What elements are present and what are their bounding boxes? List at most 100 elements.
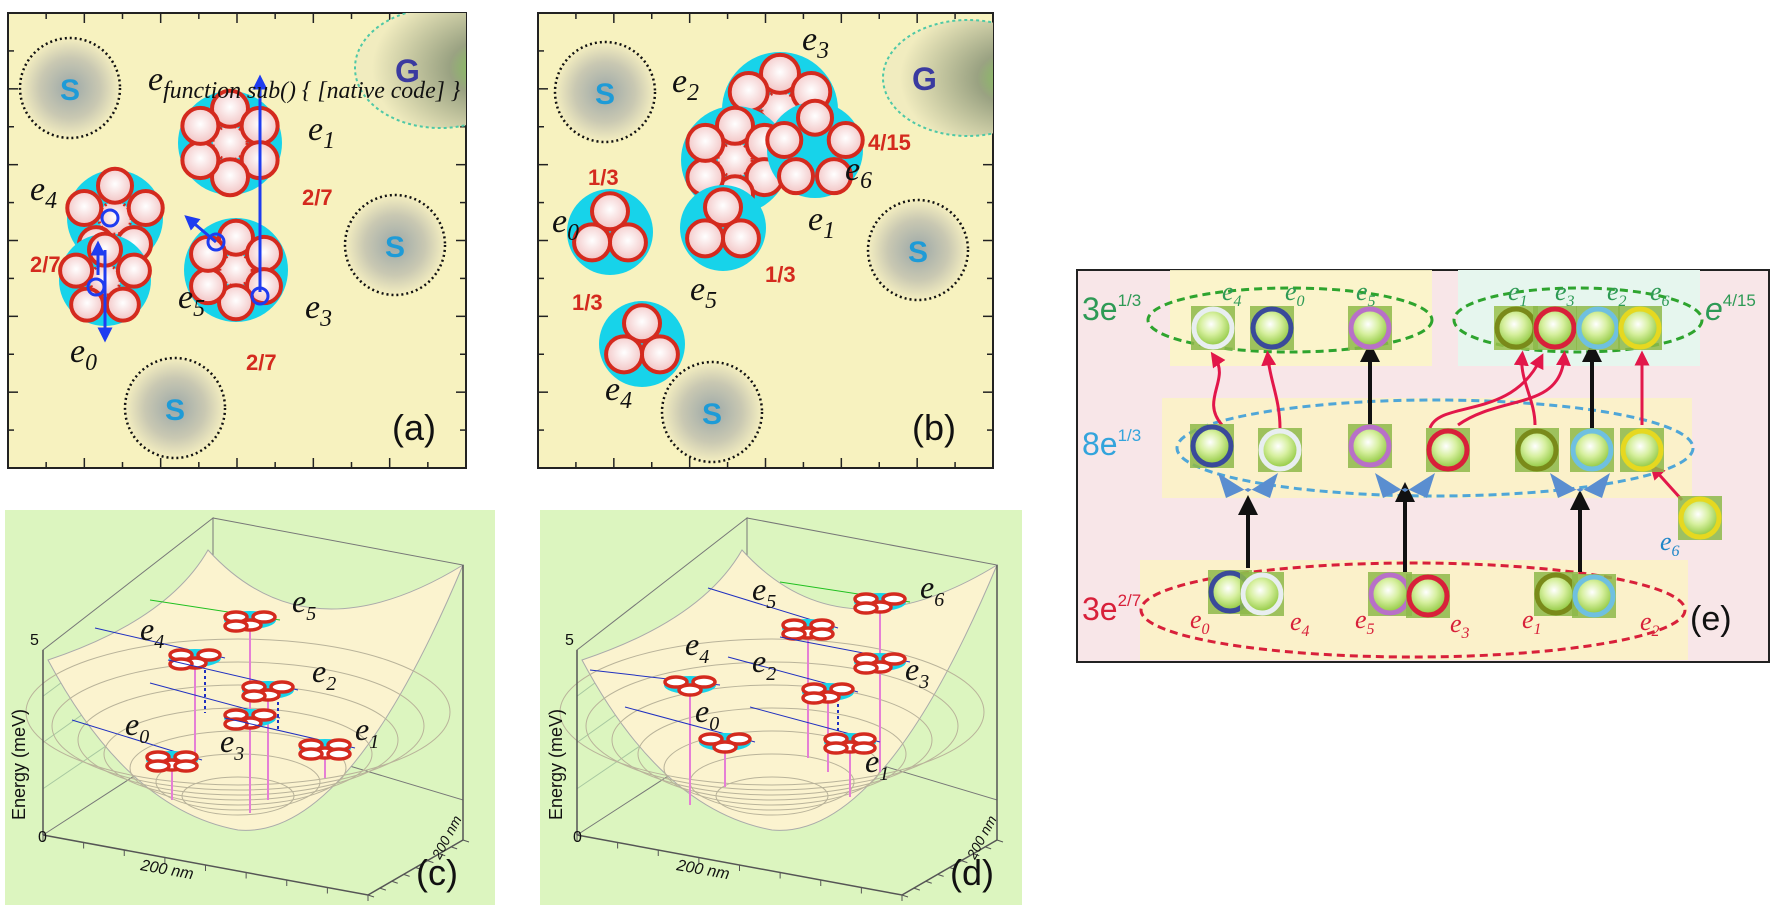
z-tick: 5 — [30, 632, 39, 649]
label-subscript: 0 — [139, 726, 149, 748]
panel-a-ticks — [8, 13, 466, 468]
tick — [439, 853, 446, 857]
row-label-right: e4/15 — [1705, 291, 1756, 327]
panel-e-balls — [1190, 306, 1722, 618]
charge-ball — [1678, 496, 1722, 540]
electron-ring — [853, 601, 879, 615]
electron-ring — [251, 708, 277, 722]
fraction-label: 1/3 — [765, 262, 796, 287]
site-s-2: S — [866, 198, 970, 302]
svg-text:S: S — [595, 78, 615, 111]
electron-ring — [781, 627, 807, 641]
electron-ring — [168, 657, 194, 671]
tick — [367, 894, 375, 898]
electron-ring — [326, 747, 352, 761]
electron-ring — [677, 683, 703, 697]
split-arrow — [1550, 473, 1610, 498]
tick — [901, 894, 909, 898]
svg-text:S: S — [60, 74, 80, 107]
electron-ring — [251, 610, 277, 624]
tick — [949, 867, 956, 870]
fraction-label: 2/7 — [302, 185, 333, 210]
charge-ball — [1348, 424, 1392, 468]
panel-e-arrows — [1210, 342, 1684, 572]
svg-text:S: S — [908, 236, 928, 269]
electron-ring — [727, 70, 770, 113]
tick — [913, 887, 921, 891]
electron-ring — [814, 157, 853, 196]
label-subscript: 1 — [879, 763, 889, 785]
electron-ring — [590, 191, 630, 232]
contour-line — [77, 684, 399, 796]
electron-ring — [65, 189, 104, 228]
site-s-2: S — [343, 193, 447, 297]
electron-ring — [685, 122, 726, 163]
label-subscript: 1 — [369, 731, 379, 753]
panel-tag-b: (b) — [912, 407, 956, 448]
gate-label: G — [912, 61, 937, 97]
electron-ring — [726, 732, 752, 746]
charge-ball — [1618, 306, 1662, 350]
panel-tag-e: (e) — [1690, 600, 1732, 638]
split-arrow — [1218, 473, 1278, 498]
electron-ring — [217, 218, 255, 257]
label-e6: e6 — [920, 569, 944, 611]
electron-ring — [823, 741, 849, 755]
tick — [415, 867, 422, 870]
electron-ring — [298, 747, 324, 761]
electron-ring — [765, 121, 804, 160]
electron-ring — [715, 105, 755, 146]
label-e6: e6 — [845, 151, 872, 194]
panel-tag-a: (a) — [392, 407, 436, 448]
charge-ball — [1240, 572, 1284, 616]
charge-ball — [1576, 306, 1620, 350]
electron-ring — [607, 222, 648, 263]
electron-ring — [663, 675, 689, 689]
panel-e: 3e1/3 8e1/3 3e2/7 e4/15 e4 e0 e5 e1 e3 e… — [1076, 269, 1770, 663]
electron-ring — [801, 691, 827, 705]
electron-ring — [173, 759, 199, 773]
fraction-label: 1/3 — [572, 290, 603, 315]
label-e2: e2 — [752, 643, 776, 685]
energy-surface — [581, 549, 999, 831]
panel-b-ticks — [538, 13, 993, 468]
site-s-3: S — [123, 356, 227, 460]
electron-ring — [572, 222, 613, 263]
label-e3: e3 — [220, 723, 244, 765]
electron-ring — [851, 741, 877, 755]
electron-ring — [180, 105, 221, 146]
charge-ball — [1348, 306, 1392, 350]
charge-ball — [1620, 428, 1664, 472]
label-subscript: 4 — [699, 646, 709, 668]
site-s-1: S — [553, 40, 657, 144]
label-subscript: 3 — [233, 743, 244, 765]
electron-ring — [777, 157, 816, 196]
charge-ball — [1368, 572, 1412, 616]
tick — [996, 839, 1004, 843]
electron-ring — [145, 759, 171, 773]
tick — [450, 846, 458, 850]
contour-line — [103, 707, 373, 801]
z-tick: 0 — [38, 829, 47, 846]
label-e1: e1 — [865, 743, 889, 785]
electron-ring — [826, 121, 865, 160]
tick — [973, 853, 980, 857]
electron-ring — [691, 675, 717, 689]
charge-ball — [1426, 428, 1470, 472]
gate-label: G — [395, 53, 420, 89]
tick — [984, 846, 992, 850]
tick — [925, 880, 932, 884]
electron-ring — [180, 140, 221, 181]
electron-ring — [210, 157, 250, 198]
contour-line — [559, 638, 985, 786]
panel-tag-c: (c) — [416, 852, 458, 893]
panel-a-clusters — [58, 88, 288, 326]
panel-a: S S S G efunction sub() { [native code] … — [7, 12, 467, 469]
electron-ring — [759, 52, 801, 95]
contour-line — [129, 730, 347, 806]
label-subscript: 3 — [918, 671, 929, 693]
charge-ball — [1250, 306, 1294, 350]
